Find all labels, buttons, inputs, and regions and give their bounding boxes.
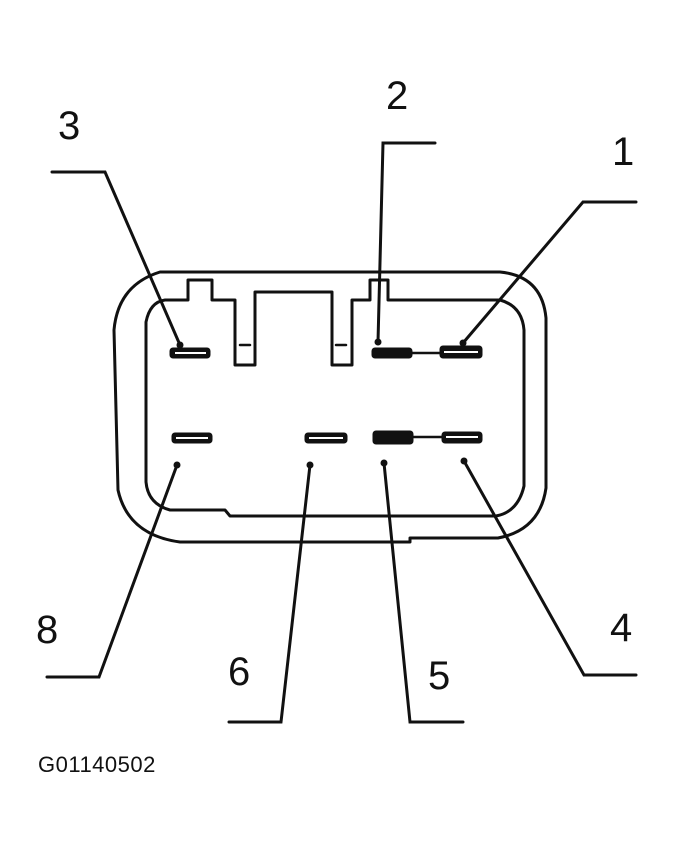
leader-line-8 [45,463,179,679]
pin-label-2: 2 [386,74,409,118]
leader-line-2 [376,141,437,344]
leader-line-3 [50,170,182,347]
leader-line-4 [462,459,638,677]
pin-label-5: 5 [428,654,451,698]
leader-line-6 [227,463,312,724]
pin-label-3: 3 [58,104,81,148]
leader-line-5 [382,461,465,724]
connector-inner-face [144,278,526,518]
pin-label-4: 4 [610,606,633,650]
connector-outer-shell [112,270,548,544]
leader-line-1 [461,200,638,345]
pin-label-6: 6 [228,650,251,694]
terminal-2 [371,347,413,359]
figure-id: G01140502 [38,752,156,777]
pin-label-8: 8 [36,608,59,652]
pin-label-1: 1 [612,130,635,174]
terminal-5 [372,430,414,445]
